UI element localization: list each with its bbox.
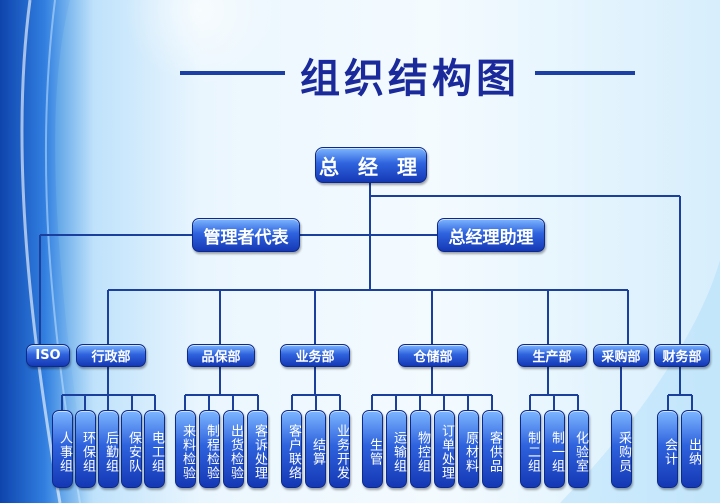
dept-quality: 品保部 (187, 344, 255, 367)
chart-title: 组织结构图 (300, 56, 520, 102)
leaf-production-group-2: 制二组 (520, 410, 541, 488)
dept-finance: 财务部 (654, 344, 710, 367)
leaf-raw-materials: 原材料 (458, 410, 479, 488)
leaf-security-team: 保安队 (121, 410, 142, 488)
node-gm-assistant: 总经理助理 (437, 218, 545, 252)
leaf-customer-contact: 客户联络 (281, 410, 302, 488)
leaf-order-processing: 订单处理 (434, 410, 455, 488)
leaf-process-inspection: 制程检验 (199, 410, 220, 488)
leaf-production-control: 生管 (362, 410, 383, 488)
title-area: 组织结构图 (0, 40, 720, 102)
leaf-incoming-inspection: 来料检验 (175, 410, 196, 488)
dept-admin: 行政部 (76, 344, 146, 367)
node-management-representative: 管理者代表 (192, 218, 300, 252)
title-decor-line-left (180, 71, 285, 75)
leaf-settlement: 结算 (305, 410, 326, 488)
dept-iso: ISO (26, 344, 70, 367)
leaf-electrician-group: 电工组 (144, 410, 165, 488)
title-decor-line-right (535, 71, 635, 75)
leaf-business-development: 业务开发 (329, 410, 350, 488)
leaf-production-group-1: 制一组 (544, 410, 565, 488)
dept-purchasing: 采购部 (593, 344, 649, 367)
dept-storage: 仓储部 (398, 344, 468, 367)
leaf-environment-group: 环保组 (75, 410, 96, 488)
leaf-laboratory: 化验室 (568, 410, 589, 488)
leaf-complaint-handling: 客诉处理 (247, 410, 268, 488)
leaf-transport-group: 运输组 (386, 410, 407, 488)
leaf-outgoing-inspection: 出货检验 (223, 410, 244, 488)
leaf-purchaser: 采购员 (611, 410, 632, 488)
leaf-logistics-group: 后勤组 (98, 410, 119, 488)
dept-business: 业务部 (280, 344, 350, 367)
dept-production: 生产部 (517, 344, 587, 367)
leaf-cashier: 出纳 (681, 410, 702, 488)
leaf-personnel-group: 人事组 (52, 410, 73, 488)
leaf-customer-supplied: 客供品 (482, 410, 503, 488)
leaf-material-control-group: 物控组 (410, 410, 431, 488)
node-general-manager: 总 经 理 (315, 147, 427, 183)
leaf-accountant: 会计 (657, 410, 678, 488)
